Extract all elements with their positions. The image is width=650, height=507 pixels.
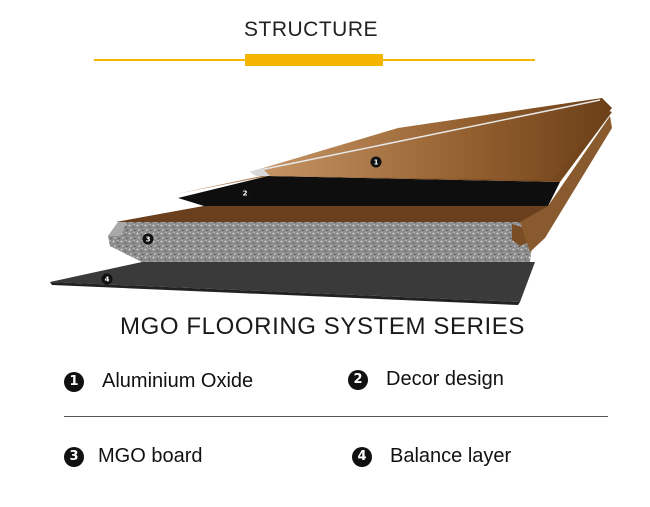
svg-text:3: 3 [146, 236, 151, 244]
layer-marker-4: 4 [101, 273, 113, 285]
legend-label: Aluminium Oxide [102, 370, 254, 392]
number-2-icon: 2 [348, 369, 368, 390]
layer-marker-2: 2 [239, 187, 251, 199]
number-3-icon: 3 [64, 446, 84, 467]
legend-divider [64, 416, 608, 417]
svg-text:4: 4 [105, 276, 110, 284]
legend-label: Decor design [386, 368, 504, 390]
flooring-layers-diagram: 1 2 3 4 [50, 98, 612, 305]
layer-marker-1: 1 [370, 156, 382, 168]
board-edge-wood [116, 116, 612, 252]
legend-item-mgo-board: 3 MGO board [64, 445, 202, 468]
legend-item-decor-design: 2 Decor design [348, 368, 504, 391]
title-rule-right [383, 59, 535, 61]
balance-layer-sheet [50, 262, 535, 305]
title-rule-accent [245, 54, 383, 66]
structure-title: STRUCTURE [244, 18, 378, 41]
layer-marker-3: 3 [142, 233, 154, 245]
svg-text:2: 2 [243, 190, 248, 198]
number-1-icon: 1 [64, 371, 84, 392]
number-4-icon: 4 [352, 446, 372, 467]
legend-label: Balance layer [390, 445, 512, 467]
title-rule-left [94, 59, 245, 61]
aluminium-oxide-layer [249, 98, 612, 180]
legend-item-aluminium-oxide: 1 Aluminium Oxide [64, 370, 253, 393]
legend-label: MGO board [98, 445, 203, 467]
legend-item-balance-layer: 4 Balance layer [352, 445, 511, 468]
svg-text:1: 1 [374, 159, 379, 167]
series-title: MGO FLOORING SYSTEM SERIES [120, 313, 525, 340]
mgo-board-layer [108, 220, 533, 262]
